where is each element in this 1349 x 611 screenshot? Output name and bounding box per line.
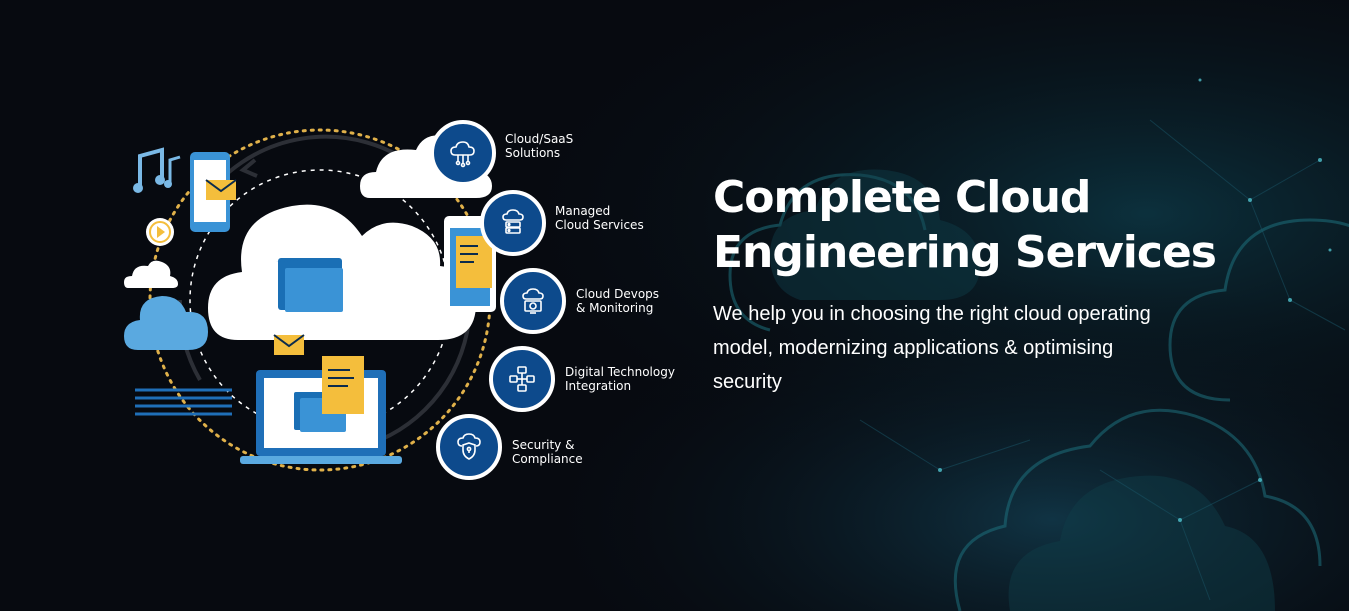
hero-title: Complete Cloud Engineering Services [713,170,1273,280]
hero-title-line2: Engineering Services [713,227,1217,278]
digital-integration-badge [489,346,555,412]
hero-title-line1: Complete Cloud [713,172,1091,223]
security-compliance-badge [436,414,502,480]
cloud-network-icon [450,141,475,168]
managed-cloud-badge [480,190,546,256]
hero-subtitle-line2: model, modernizing applications & optimi… [713,337,1114,359]
service-label-security: Security &Compliance [512,438,583,466]
server-stack-icon [502,209,524,234]
cloud-devops-badge [500,268,566,334]
hero-subtitle-line3: security [713,371,782,393]
hero-subtitle: We help you in choosing the right cloud … [713,297,1233,399]
integration-network-icon [509,366,535,392]
shield-cloud-icon [457,433,481,460]
cloud-saas-badge [430,120,496,186]
hero-subtitle-line1: We help you in choosing the right cloud … [713,303,1151,325]
devops-gear-icon [522,288,544,314]
service-label-cloud-devops: Cloud Devops& Monitoring [576,287,660,315]
